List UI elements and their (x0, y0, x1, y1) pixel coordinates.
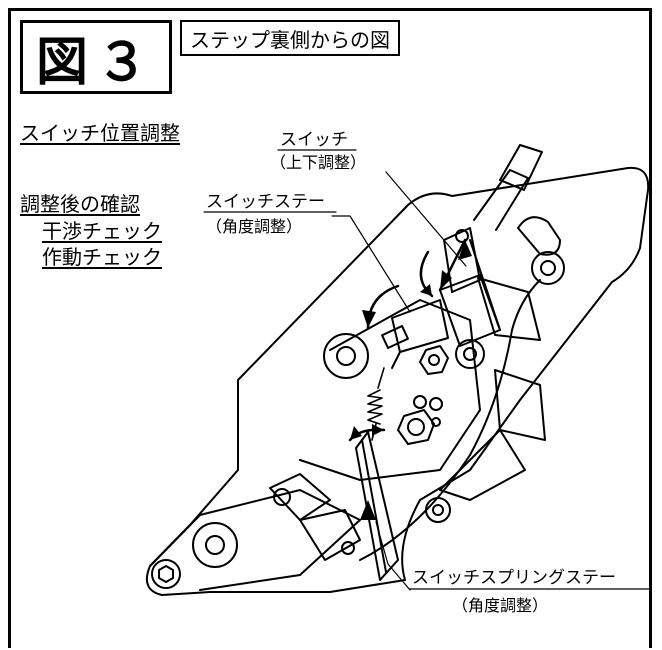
switch-position-heading: スイッチ位置調整 (20, 121, 180, 145)
switch-stay-part (381, 299, 449, 369)
mount-hole-left (323, 333, 369, 379)
spring-stay-lever (355, 431, 399, 581)
plate-inner-contour (299, 299, 481, 481)
small-hole-a (413, 395, 427, 409)
pivot-hole-tip (151, 559, 181, 589)
switch-callout-name: スイッチ (280, 130, 348, 150)
nut-upper (419, 345, 449, 375)
diagram-frame (8, 8, 652, 648)
step-plate (146, 166, 650, 596)
mount-hole-right (531, 251, 565, 285)
view-caption: ステップ裏側からの図 (180, 20, 400, 56)
step-bar (499, 144, 543, 191)
spring-stay-callout-name: スイッチスプリングステー (412, 568, 616, 588)
small-hole-c (431, 417, 441, 427)
switch-stay-callout-name: スイッチステー (206, 192, 325, 212)
lower-bracket-left (269, 473, 361, 561)
adjust-arrowheads (350, 240, 472, 520)
callout-underlines (203, 149, 651, 590)
leader-lines (331, 171, 467, 591)
mount-hole-middle (455, 339, 485, 369)
small-hole-b (429, 397, 443, 411)
plate-slot (517, 216, 561, 256)
switch-stay-callout-detail: （角度調整） (206, 217, 303, 236)
plate-arm-lower (149, 489, 361, 591)
switch-callout-detail: （上下調整） (270, 153, 367, 172)
nut-lower (397, 409, 435, 445)
pivot-hole-lower-left (192, 522, 238, 568)
figure-number-label: 図３ (20, 20, 172, 94)
switch-body (439, 227, 501, 347)
switch-housing-right (425, 277, 546, 523)
check-item-interference: 干渉チェック (42, 219, 162, 243)
check-item-operation: 作動チェック (42, 245, 162, 269)
spring-stay-callout-detail: （角度調整） (452, 596, 549, 615)
cable-route (359, 279, 541, 561)
check-title: 調整後の確認 (20, 192, 140, 216)
step-bar-shaft (473, 169, 529, 231)
